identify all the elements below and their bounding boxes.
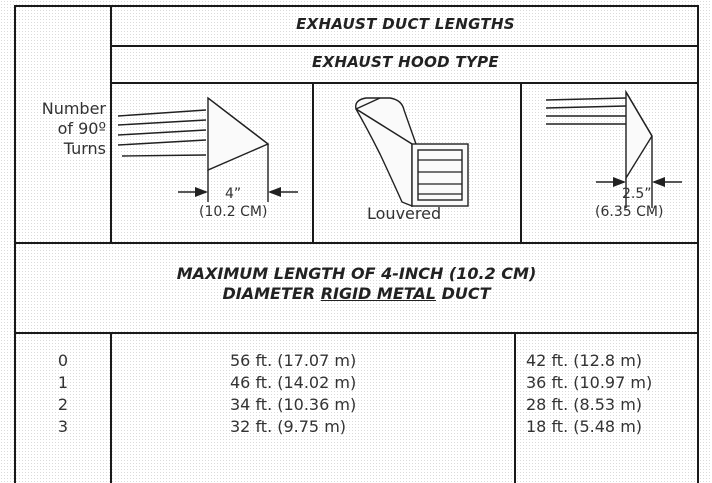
header-divider [112, 45, 699, 47]
max-length-underlined: RIGID METAL [320, 284, 436, 303]
table-title: EXHAUST DUCT LENGTHS [296, 15, 515, 33]
box-hood-dim-inch: 4” [225, 186, 242, 202]
hood-type-header: EXHAUST HOOD TYPE [312, 53, 499, 71]
max-length-top-border [14, 242, 699, 244]
hood-divider-1 [312, 82, 314, 243]
angled-hood-dim-inch: 2.5” [622, 186, 652, 202]
turns-column-divider-upper [110, 5, 112, 244]
table-cell: 34 ft. (10.36 m) [230, 395, 357, 414]
length-column-a: 56 ft. (17.07 m) 46 ft. (14.02 m) 34 ft.… [230, 350, 356, 438]
turns-label-line-1: Number [41, 99, 106, 118]
louvered-caption: Louvered [367, 204, 442, 223]
box-hood-dim-metric: (10.2 CM) [199, 204, 268, 220]
max-length-bottom-border [14, 332, 699, 334]
table-row-turns: 2 [57, 395, 69, 414]
turns-column-divider-lower [110, 332, 112, 483]
table-row-turns: 1 [57, 373, 69, 392]
table-row-turns: 0 [57, 351, 69, 370]
table-border-right [697, 5, 699, 483]
length-column-b: 42 ft. (12.8 m) 36 ft. (10.97 m) 28 ft. … [526, 350, 652, 438]
table-cell: 18 ft. (5.48 m) [526, 417, 643, 436]
box-hood-icon [117, 96, 298, 202]
max-length-line-1: MAXIMUM LENGTH OF 4-INCH (10.2 CM) [176, 264, 537, 283]
louvered-hood-icon [355, 97, 469, 208]
table-row-turns: 3 [57, 417, 69, 436]
table-cell: 28 ft. (8.53 m) [526, 395, 643, 414]
table-border-left [14, 5, 16, 483]
table-cell: 46 ft. (14.02 m) [230, 373, 357, 392]
table-cell: 42 ft. (12.8 m) [526, 351, 643, 370]
angled-hood-dim-metric: (6.35 CM) [595, 204, 664, 220]
length-column-divider [514, 332, 516, 483]
hood-type-divider [112, 82, 699, 84]
hood-divider-2 [520, 82, 522, 243]
table-cell: 56 ft. (17.07 m) [230, 351, 357, 370]
max-length-prefix: DIAMETER [222, 284, 321, 303]
max-length-line-2: DIAMETER RIGID METAL DUCT [16, 284, 697, 304]
turns-label-line-3: Turns [63, 139, 106, 158]
turns-label-line-2: of 90º [57, 119, 106, 138]
turns-label: Number of 90º Turns [14, 99, 106, 159]
table-border-top [14, 5, 699, 7]
max-length-header: MAXIMUM LENGTH OF 4-INCH (10.2 CM) DIAME… [16, 264, 697, 304]
table-cell: 36 ft. (10.97 m) [526, 373, 653, 392]
turns-column: 0 1 2 3 [16, 350, 110, 438]
table-cell: 32 ft. (9.75 m) [230, 417, 347, 436]
angled-hood-icon [545, 89, 682, 208]
max-length-suffix: DUCT [436, 284, 491, 303]
